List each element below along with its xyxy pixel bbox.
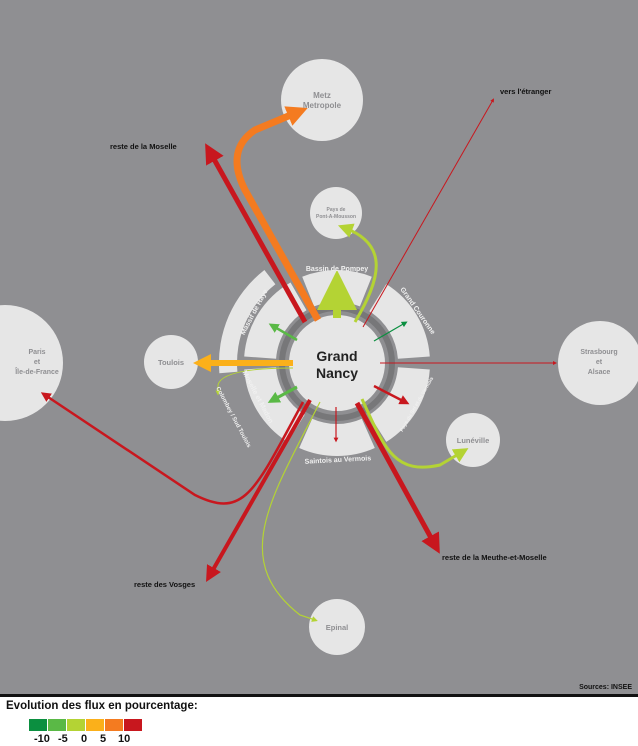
legend-swatches <box>29 719 198 731</box>
sector-moselle-madon <box>244 367 305 442</box>
arrow-moselle-madon <box>267 385 298 403</box>
label-etranger: vers l'étranger <box>500 87 551 96</box>
label-reste-meurthe: reste de la Meuthe-et-Moselle <box>442 553 547 562</box>
label-metz-2: Metropole <box>303 101 342 110</box>
label-strasbourg-2: et <box>596 359 603 366</box>
legend-tick: 0 <box>81 733 88 745</box>
legend-ticks: -10 -5 0 5 10 <box>29 731 198 745</box>
label-bassin-de-pompey: Bassin de Pompey <box>306 266 368 273</box>
label-toulois: Toulois <box>158 358 184 367</box>
arrow-meurthe <box>354 401 440 554</box>
label-luneville: Lunéville <box>457 436 490 445</box>
legend-title: Evolution des flux en pourcentage: <box>6 700 198 712</box>
flow-arrows <box>40 98 557 622</box>
center-circle <box>289 315 385 411</box>
circle-paris <box>0 305 63 421</box>
divider <box>0 694 638 697</box>
arrow-vosges <box>206 399 312 582</box>
legend-swatch <box>67 719 85 731</box>
arrow-colombey <box>215 367 294 396</box>
legend-tick: 10 <box>118 733 131 745</box>
label-strasbourg-1: Strasbourg <box>580 349 617 356</box>
place-labels: Metz Metropole Pays de Pont-A-Mousson Pa… <box>14 91 617 632</box>
arrow-massif-de-haye <box>268 323 298 342</box>
arrow-etranger <box>362 98 494 328</box>
center-label-line1: Grand <box>316 348 357 364</box>
label-paris-2: et <box>34 359 41 366</box>
circle-epinal <box>309 599 365 655</box>
label-reste-moselle: reste de la Moselle <box>110 142 177 151</box>
sector-colombey <box>218 270 276 374</box>
sector-saintois <box>299 418 375 457</box>
circle-strasbourg <box>558 321 638 405</box>
label-paris-1: Paris <box>28 349 45 356</box>
legend-tick: -10 <box>34 733 50 745</box>
circle-toulois <box>144 335 198 389</box>
legend-swatch <box>86 719 104 731</box>
arrow-metz <box>233 106 322 322</box>
label-reste-vosges: reste des Vosges <box>134 580 195 589</box>
legend-swatch <box>105 719 123 731</box>
legend-tick: -5 <box>58 733 68 745</box>
arrow-pont-a-mousson <box>337 223 378 323</box>
arrow-moselle <box>205 143 308 324</box>
legend-swatch <box>29 719 47 731</box>
center-label-line2: Nancy <box>316 365 358 381</box>
arrow-luneville <box>360 398 469 469</box>
arrow-grand-couronne <box>373 321 408 342</box>
arrow-pays-du-sel <box>373 384 410 405</box>
circle-metz <box>281 59 363 141</box>
label-metz-1: Metz <box>313 91 331 100</box>
arrow-epinal <box>261 401 321 622</box>
legend-tick: 5 <box>100 733 107 745</box>
label-strasbourg-3: Alsace <box>588 369 611 376</box>
outer-labels: reste de la Moselle vers l'étranger rest… <box>110 87 632 691</box>
source-label: Sources: INSEE <box>579 684 632 691</box>
label-paris-3: Île-de-France <box>14 367 59 376</box>
label-saintois: Saintois au Vermois <box>305 455 372 465</box>
legend-swatch <box>48 719 66 731</box>
label-epinal: Epinal <box>326 623 349 632</box>
legend: Evolution des flux en pourcentage: -10 -… <box>6 700 198 745</box>
legend-swatch <box>124 719 142 731</box>
arrow-paris <box>40 392 305 505</box>
label-pam-1: Pays de <box>327 207 346 213</box>
label-pam-2: Pont-A-Mousson <box>316 214 356 220</box>
sector-grand-couronne <box>369 284 430 359</box>
sector-pays-du-sel <box>369 367 430 442</box>
